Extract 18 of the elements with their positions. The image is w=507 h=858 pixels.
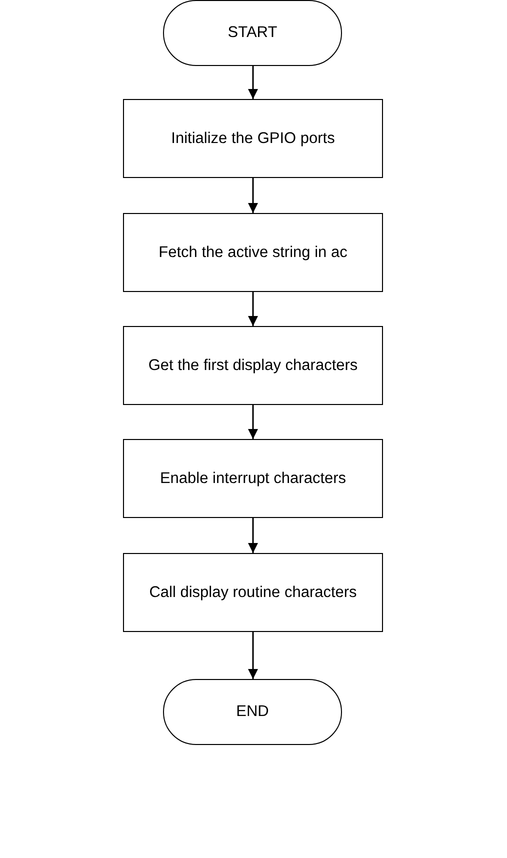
node-label: Fetch the active string in ac	[158, 244, 348, 262]
process-box	[123, 553, 383, 632]
arrow	[248, 66, 258, 99]
node-label: Initialize the GPIO ports	[171, 130, 335, 148]
node-label: END	[236, 703, 269, 721]
node-label: Enable interrupt characters	[160, 470, 346, 488]
process-box	[123, 99, 383, 178]
arrow	[248, 292, 258, 326]
arrow	[248, 518, 258, 553]
node-label: START	[228, 24, 278, 42]
arrow	[248, 405, 258, 439]
process-box	[123, 439, 383, 518]
arrow	[248, 632, 258, 679]
arrow	[248, 178, 258, 213]
node-label: Call display routine characters	[149, 584, 357, 602]
process-box	[123, 326, 383, 405]
process-box	[123, 213, 383, 292]
node-label: Get the first display characters	[148, 356, 358, 374]
